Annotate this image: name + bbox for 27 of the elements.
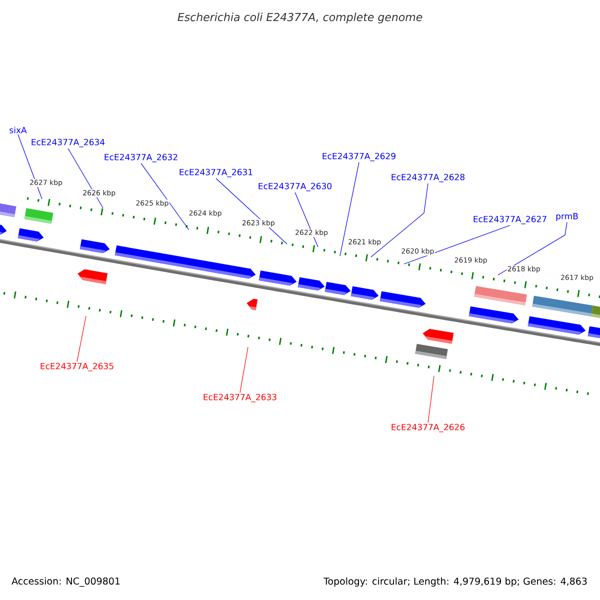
gene-label: EcE24377A_2634 [32,138,105,148]
title: Escherichia coli E24377A, complete genome [178,12,422,24]
gene-label: EcE24377A_2630 [258,182,332,192]
gene-label: EcE24377A_2633 [204,394,276,402]
leader-line [340,162,360,256]
leader-line [216,178,288,244]
leader-line [240,346,248,393]
leader-line [76,316,86,362]
gene-label: EcE24377A_2627 [474,216,546,224]
footer-text: Accession: NC_009801 [12,577,120,587]
gene-label: prmB [556,213,578,221]
gene-label: sixA [10,126,27,134]
leader-line [498,222,568,276]
leader-line [370,183,428,258]
gene-label: EcE24377A_2626 [392,424,465,432]
leader-line [140,163,190,230]
gene-label: EcE24377A_2629 [322,152,396,162]
gene-label: EcE24377A_2631 [180,168,252,178]
leader-line [18,134,42,200]
gene-label: EcE24377A_2628 [392,174,464,182]
leader-line [294,192,318,248]
gene-label: EcE24377A_2632 [104,154,178,162]
footer-text: Topology: circular; Length: 4,979,619 bp; Genes: 4,863 [323,577,587,587]
leader-line [404,225,510,264]
leader-line [68,148,104,208]
gene-label: EcE24377A_2635 [40,362,114,372]
leader-line [428,376,434,423]
